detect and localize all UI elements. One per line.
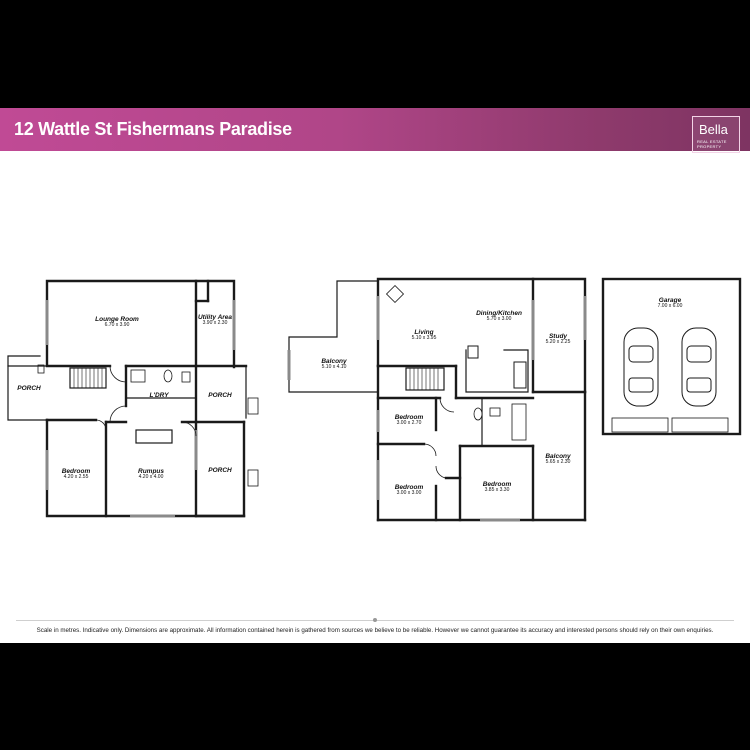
room-name: Bedroom <box>61 468 91 475</box>
disclaimer: Scale in metres. Indicative only. Dimens… <box>36 627 714 634</box>
room-balcony-west: Balcony 5.10 x 4.10 <box>321 358 346 371</box>
room-dims: 3.00 x 2.70 <box>396 420 422 427</box>
room-name: Bedroom <box>394 484 424 491</box>
title-banner: 12 Wattle St Fishermans Paradise Bella R… <box>0 108 750 153</box>
room-dining-kitchen: Dining/Kitchen 5.70 x 3.00 <box>476 310 522 323</box>
room-lounge: Lounge Room 6.70 x 3.90 <box>95 316 139 329</box>
room-name: Utility Area <box>197 314 233 321</box>
room-porch-south: PORCH <box>208 467 231 474</box>
room-bedroom-1: Bedroom 3.00 x 2.70 <box>395 414 424 427</box>
room-dims: 4.20 x 2.55 <box>63 474 89 481</box>
room-dims: 4.20 x 4.00 <box>138 474 164 481</box>
room-dims: 6.70 x 3.90 <box>104 322 130 329</box>
garage-walls <box>601 277 742 436</box>
room-dims: 3.90 x 2.30 <box>202 320 228 327</box>
sink-icon <box>130 369 146 383</box>
washer-icon <box>181 371 191 383</box>
room-name: Garage <box>658 297 682 304</box>
agency-logo: Bella REAL ESTATE PROPERTY <box>692 116 740 153</box>
logo-word: Bella <box>699 122 728 137</box>
room-dims: 3.00 x 3.00 <box>396 490 422 497</box>
room-name: Balcony <box>321 358 347 365</box>
property-title: 12 Wattle St Fishermans Paradise <box>14 119 292 139</box>
room-name: L'DRY <box>149 392 169 399</box>
room-bedroom-2: Bedroom 3.00 x 3.00 <box>395 484 424 497</box>
logo-subtext: REAL ESTATE PROPERTY <box>697 139 727 149</box>
room-name: Bedroom <box>482 481 512 488</box>
room-name: PORCH <box>17 385 41 392</box>
basin-icon <box>489 407 501 417</box>
room-laundry: L'DRY <box>149 392 168 399</box>
room-name: Balcony <box>545 453 571 460</box>
room-study: Study 5.20 x 2.25 <box>546 333 571 346</box>
room-garage: Garage 7.00 x 6.00 <box>658 297 683 310</box>
room-name: Lounge Room <box>95 316 139 323</box>
room-rumpus: Rumpus 4.20 x 4.00 <box>138 468 164 481</box>
floor-plan-drawing <box>7 277 742 522</box>
room-name: Study <box>548 333 568 340</box>
room-bedroom-3: Bedroom 3.85 x 3.30 <box>483 481 512 494</box>
room-name: PORCH <box>208 467 232 474</box>
room-living: Living 5.10 x 3.95 <box>412 329 437 342</box>
room-name: PORCH <box>208 392 232 399</box>
car-icon <box>623 327 659 407</box>
room-name: Rumpus <box>138 468 164 475</box>
room-bedroom-gf: Bedroom 4.20 x 2.55 <box>62 468 91 481</box>
room-dims: 5.10 x 3.95 <box>411 335 437 342</box>
room-porch-mid: PORCH <box>208 392 231 399</box>
room-dims: 5.70 x 3.00 <box>486 316 512 323</box>
car-icon <box>681 327 717 407</box>
room-dims: 5.20 x 2.25 <box>545 339 571 346</box>
room-porch-west: PORCH <box>17 385 40 392</box>
toilet-icon <box>163 369 173 383</box>
room-dims: 7.00 x 6.00 <box>657 303 683 310</box>
first-floor-walls <box>288 277 587 522</box>
room-balcony-east: Balcony 5.65 x 2.30 <box>545 453 570 466</box>
floor-plan-sheet: 12 Wattle St Fishermans Paradise Bella R… <box>0 108 750 643</box>
room-dims: 5.10 x 4.10 <box>321 364 347 371</box>
room-name: Living <box>414 329 434 336</box>
room-name: Bedroom <box>394 414 424 421</box>
room-dims: 3.85 x 3.30 <box>484 487 510 494</box>
bath-icon <box>511 403 527 441</box>
footer-dot <box>373 618 377 622</box>
room-utility: Utility Area 3.90 x 2.30 <box>198 314 232 327</box>
room-dims: 5.65 x 2.30 <box>545 459 571 466</box>
toilet-icon-2 <box>473 407 483 421</box>
room-name: Dining/Kitchen <box>476 310 522 317</box>
fireplace-icon <box>385 284 405 304</box>
